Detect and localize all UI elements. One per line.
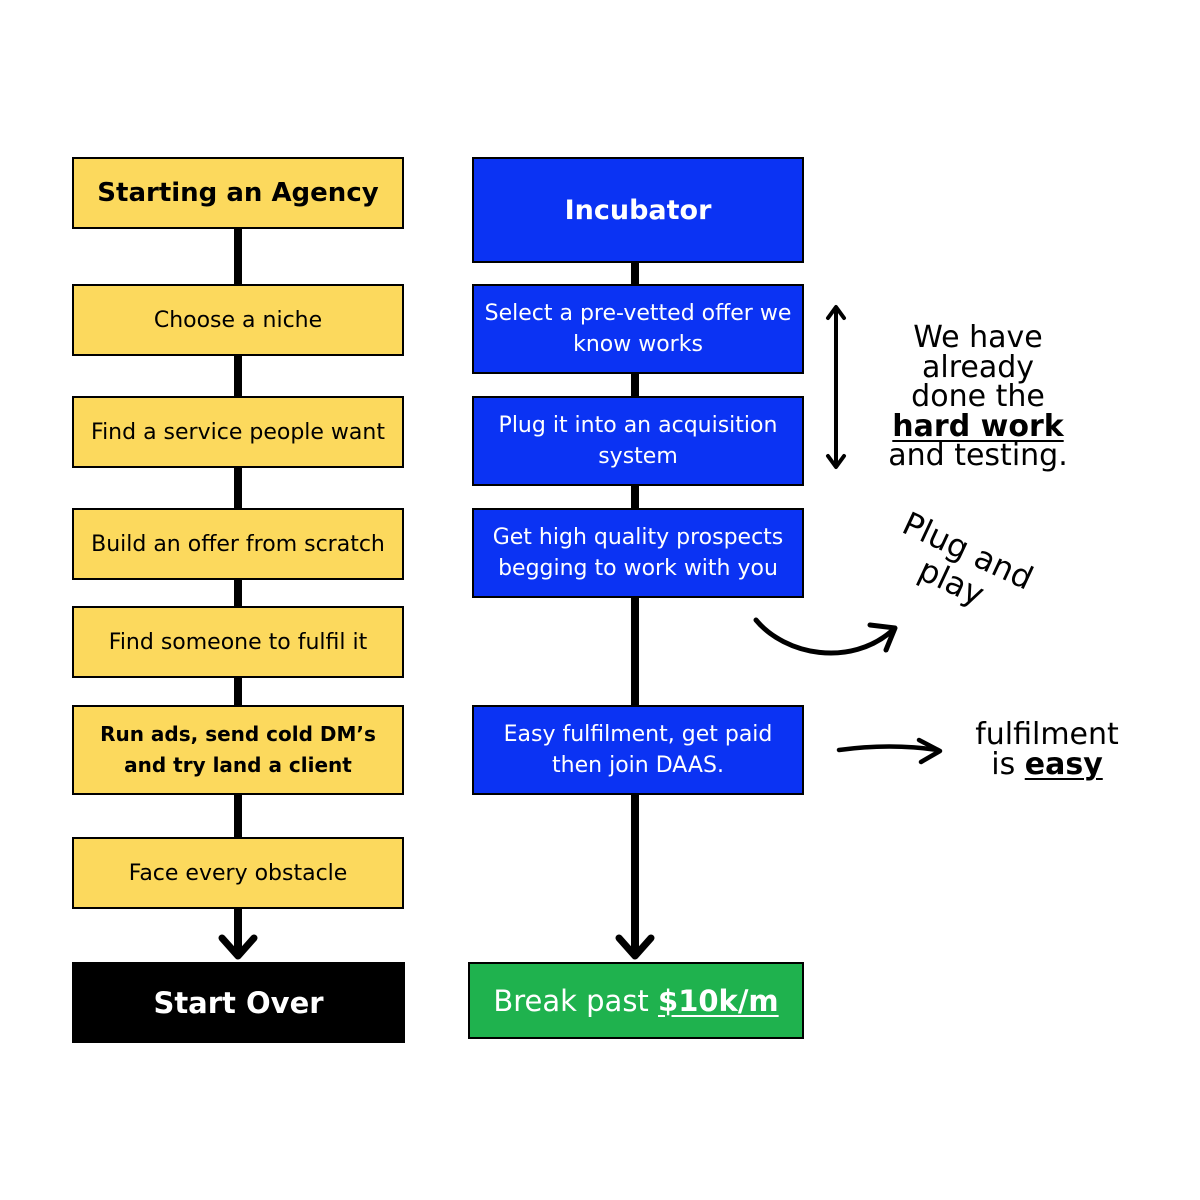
right-step-select-offer: Select a pre-vetted offer we know works [472,284,804,374]
right-title-box: Incubator [472,157,804,263]
step-label: Find someone to fulfil it [108,629,368,655]
step-label-line-2: begging to work with you [498,556,778,581]
done-work-note: We have already done the hard work and t… [868,323,1088,471]
left-step-build-offer: Build an offer from scratch [72,508,404,580]
step-label-line-1: Select a pre-vetted offer we [484,301,792,326]
step-label: Choose a niche [153,307,323,333]
double-arrow-bottom-head [826,454,846,469]
left-step-face-obstacles: Face every obstacle [72,837,404,909]
step-label-line-2: know works [573,332,703,357]
note-line-2: already [921,349,1035,385]
left-step-find-fulfiller: Find someone to fulfil it [72,606,404,678]
left-step-run-ads: Run ads, send cold DM’s and try land a c… [72,705,404,795]
step-label-line-1: Run ads, send cold DM’s [100,722,376,746]
curved-arrow [753,617,896,656]
right-step-acquisition-system: Plug it into an acquisition system [472,396,804,486]
fulfilment-note: fulfilment is easy [967,720,1127,780]
left-outcome-label: Start Over [153,985,324,1020]
fulfilment-prefix: is [991,747,1025,782]
fulfilment-arrow [836,744,941,753]
right-outcome-label: Break past $10k/m [493,984,778,1018]
step-label-line-1: Easy fulfilment, get paid [503,722,773,747]
left-step-choose-niche: Choose a niche [72,284,404,356]
note-line-1: We have [913,320,1043,355]
fulfilment-arrow-head [916,737,943,765]
left-title: Starting an Agency [97,178,379,208]
note-line-3: done the [911,379,1045,414]
right-arrowhead [615,934,655,960]
left-step-find-service: Find a service people want [72,396,404,468]
outcome-emphasis: $10k/m [658,983,779,1018]
outcome-prefix: Break past [493,983,659,1018]
step-label-line-2: system [598,444,678,469]
left-outcome-box: Start Over [72,962,405,1043]
step-label: Build an offer from scratch [91,531,385,557]
step-label-line-1: Get high quality prospects [492,525,784,550]
fulfilment-line-1: fulfilment [975,717,1119,752]
right-outcome-box: Break past $10k/m [468,962,804,1039]
step-label: Face every obstacle [128,860,348,886]
step-label: Find a service people want [91,419,385,445]
curved-arrow-head [867,622,898,653]
right-step-easy-fulfilment: Easy fulfilment, get paid then join DAAS… [472,705,804,795]
note-emphasis: hard work [892,408,1064,444]
step-label-line-2: then join DAAS. [552,753,724,778]
double-arrow-top-head [826,305,846,320]
note-tail: and testing. [888,438,1068,473]
right-title: Incubator [564,194,712,226]
fulfilment-line-2: is easy [967,750,1127,780]
left-arrowhead [218,934,258,960]
step-label-line-1: Plug it into an acquisition [498,413,778,438]
left-title-box: Starting an Agency [72,157,404,229]
right-step-prospects: Get high quality prospects begging to wo… [472,508,804,598]
step-label-line-2: and try land a client [124,753,352,777]
fulfilment-emphasis: easy [1024,747,1103,782]
